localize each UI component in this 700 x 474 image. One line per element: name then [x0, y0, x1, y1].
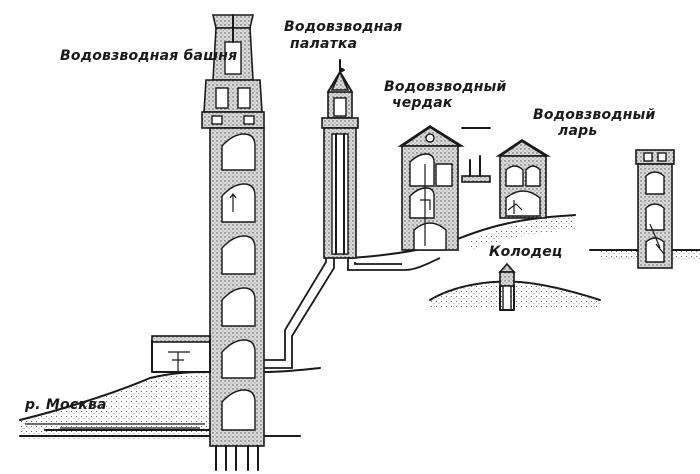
water-tent	[321, 59, 359, 259]
water-chest-label-line2: ларь	[558, 123, 598, 139]
water-tent-label-line2: палатка	[290, 36, 358, 52]
water-chest-label-line1: Водовзводный	[533, 107, 656, 123]
pipeline	[264, 252, 441, 369]
pump-house	[151, 335, 211, 373]
well	[498, 262, 516, 311]
water-attic	[397, 125, 491, 251]
river	[25, 423, 205, 429]
water-attic-label-line1: Водовзводный	[384, 79, 507, 95]
river-label: р. Москва	[25, 397, 107, 413]
water-chest	[495, 139, 551, 219]
water-tent-label-line1: Водовзводная	[284, 19, 403, 35]
water-tower	[201, 14, 265, 471]
ground	[19, 214, 700, 440]
small-tower	[635, 149, 675, 269]
well-label: Колодец	[489, 244, 563, 260]
water-attic-label-line2: чердак	[392, 95, 453, 111]
water-tower-label: Водовзводная башня	[60, 48, 238, 64]
